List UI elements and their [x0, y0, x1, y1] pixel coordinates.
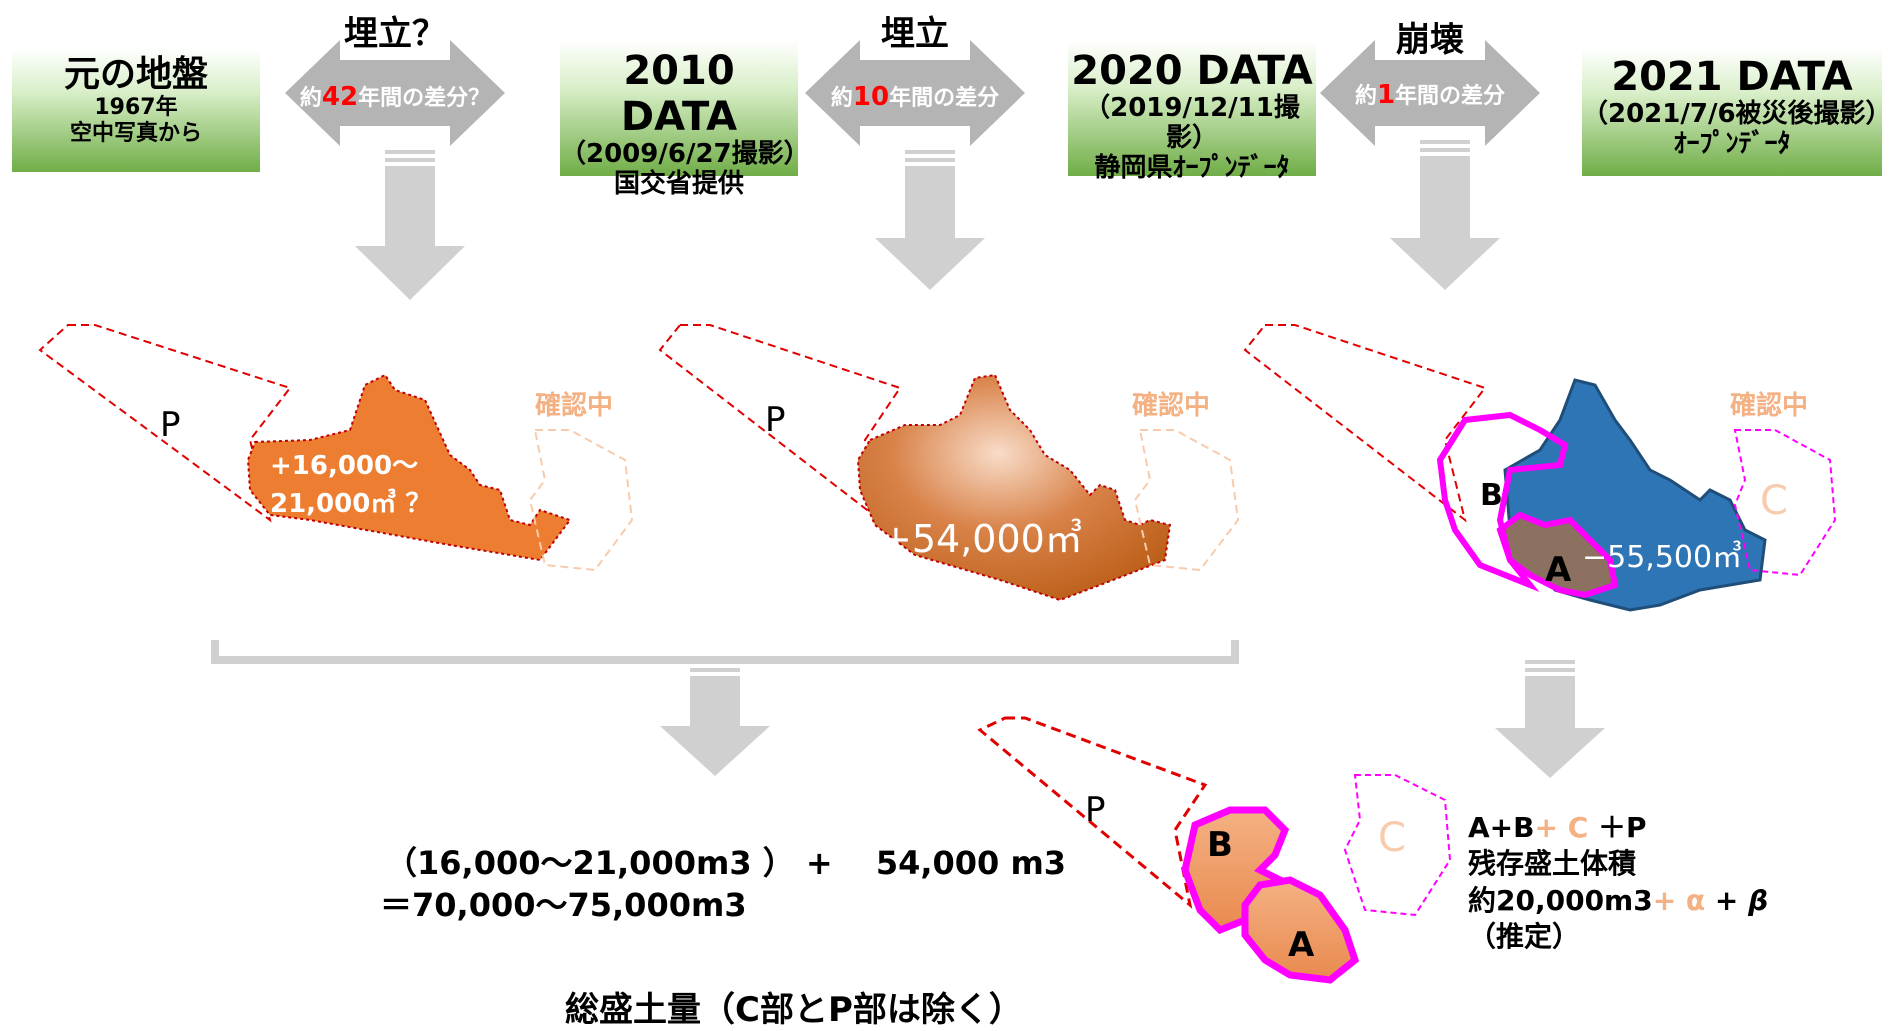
remaining-volume: A+B+ C ＋P 残存盛土体積 約20,000m3+ α + β （推定） [1468, 810, 1768, 956]
arrow-3-diff: 約1年間の差分 [1320, 78, 1540, 110]
bracket [211, 640, 1239, 664]
p-area-outline [38, 324, 292, 523]
arrow-1-diff: 約42年間の差分？ [285, 80, 505, 112]
diff-pre: 約 [299, 86, 322, 111]
p-area-outline [1243, 324, 1487, 523]
header-line1: （2021/7/6被災後撮影） [1582, 99, 1892, 129]
header-original: 元の地盤 1967年 空中写真から [12, 48, 260, 172]
diff-num: 10 [852, 82, 890, 112]
map2-volume: +54,000㎥ [880, 517, 1083, 561]
map-2 [658, 324, 1240, 602]
total-fill-title: 総盛土量（C部とP部は除く） [565, 990, 1023, 1030]
header-2021: 2021 DATA （2021/7/6被災後撮影） ｵｰﾌﾟﾝﾃﾞｰﾀ [1582, 48, 1892, 176]
diff-num: 42 [321, 82, 359, 112]
map3-confirming: 確認中 [1730, 391, 1809, 421]
a-area [1241, 876, 1360, 984]
diff-num: 1 [1376, 80, 1396, 110]
b-area-outline [1436, 411, 1569, 593]
down-arrow-3 [1390, 140, 1500, 290]
c-area-outline [528, 429, 634, 572]
map3-volume: −55,500㎥ [1582, 540, 1743, 575]
p-text: ＋P [1588, 811, 1647, 844]
down-arrow-2 [875, 150, 985, 290]
down-arrow-4 [660, 668, 770, 776]
map3-a-label: A [1545, 550, 1572, 590]
diff-post: 年間の差分？ [358, 86, 491, 111]
header-title: 2010 DATA [620, 48, 738, 140]
header-line1: （2009/6/27撮影） [560, 139, 810, 169]
arrow-3-label: 崩壊 [1396, 20, 1464, 60]
ab-text: A+B [1468, 811, 1535, 844]
map4-p-label: P [1085, 790, 1106, 830]
header-title: 2021 DATA [1611, 54, 1853, 100]
header-line2: 国交省提供 [613, 168, 744, 199]
map2-p-label: P [765, 400, 786, 440]
remaining-line2: 残存盛土体積 [1468, 847, 1637, 881]
double-arrow-3 [1320, 40, 1540, 146]
volume-line2: 21,000㎥ ？ [270, 488, 432, 519]
alpha-text: + α [1652, 883, 1706, 917]
diff-pre: 約 [1354, 84, 1377, 109]
header-title: 2020 DATA [1071, 48, 1313, 94]
header-title: 元の地盤 [63, 54, 208, 95]
map1-volume: +16,000～ 21,000㎥ ？ [270, 448, 431, 523]
map1-p-label: P [160, 405, 181, 445]
arrow-1-label: 埋立？ [344, 14, 446, 54]
volume-text: 約20,000m3 [1468, 883, 1653, 917]
arrow-2-diff: 約10年間の差分 [805, 80, 1025, 112]
diff-pre: 約 [830, 86, 853, 111]
double-arrow-2 [805, 40, 1025, 146]
beta-text: + β [1705, 883, 1769, 917]
map-3 [1243, 324, 1837, 612]
a-area-outline [1496, 511, 1619, 599]
remaining-line4: （推定） [1468, 920, 1581, 954]
header-line2: ｵｰﾌﾟﾝﾃﾞｰﾀ [1673, 128, 1791, 159]
arrow-2-label: 埋立 [881, 14, 949, 54]
header-line1: 1967年 [94, 95, 178, 121]
c-text: + C [1534, 811, 1589, 844]
formula-line2: ＝70,000～75,000m3 [380, 886, 747, 924]
diff-post: 年間の差分 [1395, 84, 1506, 109]
map3-b-label: B [1480, 478, 1503, 513]
p-area-outline [977, 716, 1208, 909]
a-area [1500, 515, 1615, 595]
c-area-outline [1733, 429, 1837, 577]
fill-area [856, 373, 1172, 602]
header-2010: 2010 DATA （2009/6/27撮影） 国交省提供 [560, 40, 810, 199]
map1-confirming: 確認中 [535, 391, 614, 421]
remaining-line3: 約20,000m3+ α + β [1468, 883, 1768, 919]
map4-b-label: B [1207, 825, 1233, 865]
header-line1: （2019/12/11撮影） [1084, 93, 1300, 153]
fill-area [246, 373, 572, 562]
c-area-outline [1343, 774, 1452, 917]
map-1 [38, 324, 634, 572]
diff-post: 年間の差分 [889, 86, 1000, 111]
map4-a-label: A [1288, 925, 1315, 965]
map4-c-label: C [1378, 815, 1406, 861]
header-2020: 2020 DATA （2019/12/11撮影） 静岡県ｵｰﾌﾟﾝﾃﾞｰﾀ [1068, 40, 1316, 183]
volume-line1: +16,000～ [270, 451, 419, 481]
header-line2: 静岡県ｵｰﾌﾟﾝﾃﾞｰﾀ [1094, 152, 1290, 183]
remaining-line1: A+B+ C ＋P [1468, 810, 1768, 846]
down-arrow-1 [355, 150, 465, 300]
map-4 [977, 716, 1452, 984]
p-area-outline [658, 324, 902, 523]
map3-c-label: C [1760, 478, 1788, 524]
map2-confirming: 確認中 [1132, 391, 1211, 421]
header-line2: 空中写真から [69, 120, 202, 146]
formula-line1: （16,000～21,000m3 ） + 54,000 m3 [385, 844, 1067, 882]
down-arrow-5 [1495, 660, 1605, 778]
double-arrow-1 [285, 40, 505, 146]
c-area-outline [1133, 429, 1240, 572]
